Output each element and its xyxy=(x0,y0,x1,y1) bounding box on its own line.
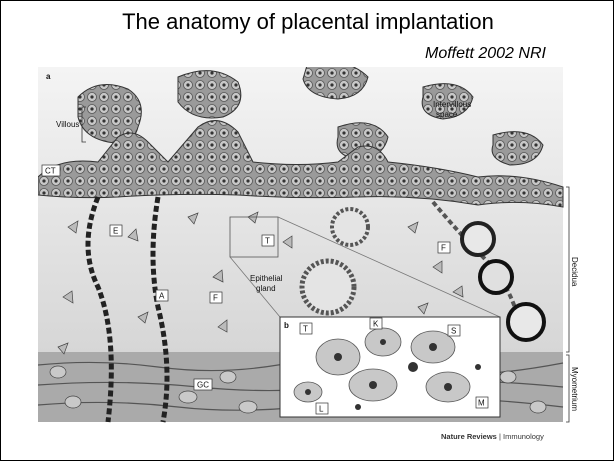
intervillous-label: Intervillous xyxy=(433,100,471,109)
figure-credit: Nature Reviews | Immunology xyxy=(441,432,544,441)
myometrium-label: Myometrium xyxy=(570,367,579,411)
f-label-right: F xyxy=(441,244,446,253)
t-label: T xyxy=(265,237,270,246)
inset-k-label: K xyxy=(373,320,379,329)
slide-title: The anatomy of placental implantation xyxy=(1,9,614,35)
inset-l-label: L xyxy=(319,405,324,414)
credit-section: Immunology xyxy=(503,432,544,441)
panel-a-label: a xyxy=(46,72,51,81)
a-label: A xyxy=(159,292,165,301)
implantation-diagram: a b Villous Intervillous space CT E A F … xyxy=(38,67,598,441)
gc-label: GC xyxy=(197,381,209,390)
villus-2 xyxy=(178,71,241,118)
gland-section-1 xyxy=(332,209,368,245)
placenta-figure: a b Villous Intervillous space CT E A F … xyxy=(38,67,598,441)
e-label: E xyxy=(113,227,118,236)
epithelial-gland xyxy=(302,261,354,313)
inset-s-label: S xyxy=(451,327,456,336)
artery-section-1 xyxy=(462,223,494,255)
inset-m-label: M xyxy=(478,399,485,408)
villous-label: Villous xyxy=(56,120,79,129)
panel-b-label: b xyxy=(284,321,289,330)
decidua-label: Decidua xyxy=(570,257,579,287)
artery-section-2 xyxy=(480,261,512,293)
ct-label: CT xyxy=(45,167,56,176)
inset-t-label: T xyxy=(303,325,308,334)
credit-journal: Nature Reviews xyxy=(441,432,497,441)
epithelial-label-2: gland xyxy=(256,284,276,293)
intervillous-label-2: space xyxy=(436,110,458,119)
f-label: F xyxy=(213,294,218,303)
artery-section-3 xyxy=(508,304,544,340)
epithelial-label: Epithelial xyxy=(250,274,283,283)
citation: Moffett 2002 NRI xyxy=(425,45,546,63)
